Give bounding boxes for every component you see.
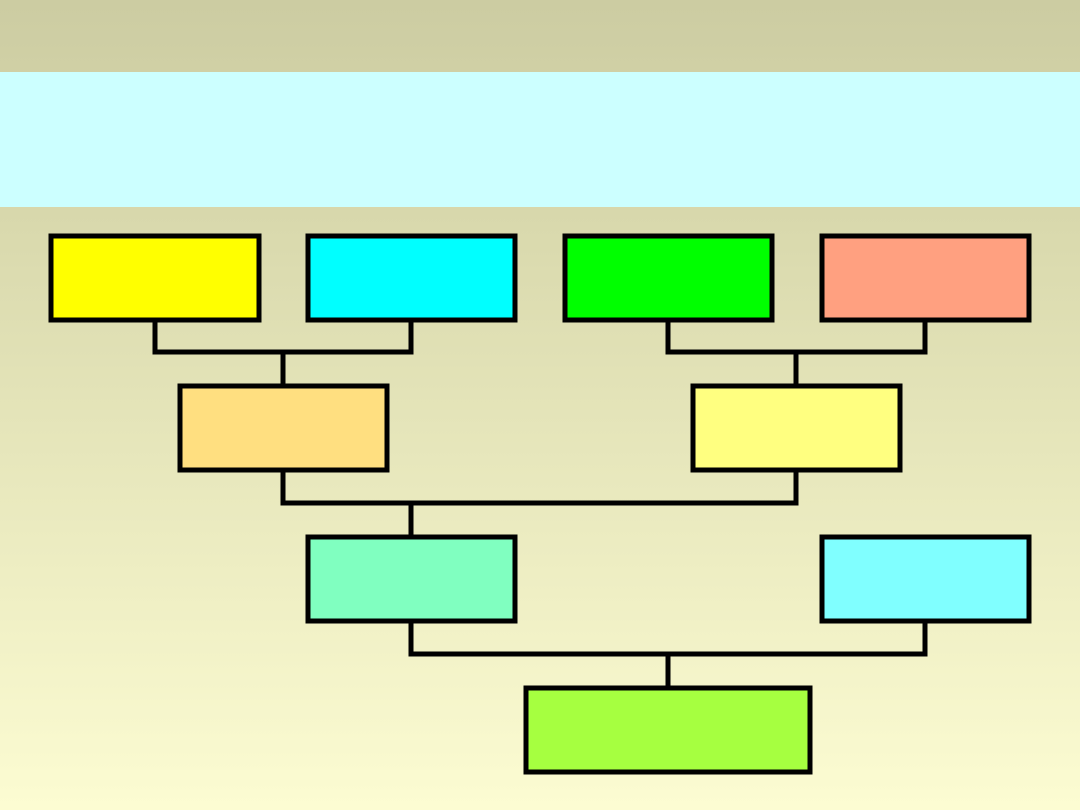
node-box: [819, 534, 1032, 624]
node-box: [305, 233, 518, 323]
node-box: [48, 233, 262, 323]
connector-r3: [408, 621, 928, 688]
node-box: [819, 233, 1032, 323]
title-band: [0, 72, 1080, 207]
node-box: [690, 383, 903, 473]
connector-r1-right: [665, 320, 928, 386]
node-box: [177, 383, 390, 473]
connector-r1-left: [152, 320, 414, 386]
node-box: [523, 685, 813, 775]
node-box: [562, 233, 775, 323]
node-box: [305, 534, 518, 624]
connector-r2: [280, 470, 799, 537]
